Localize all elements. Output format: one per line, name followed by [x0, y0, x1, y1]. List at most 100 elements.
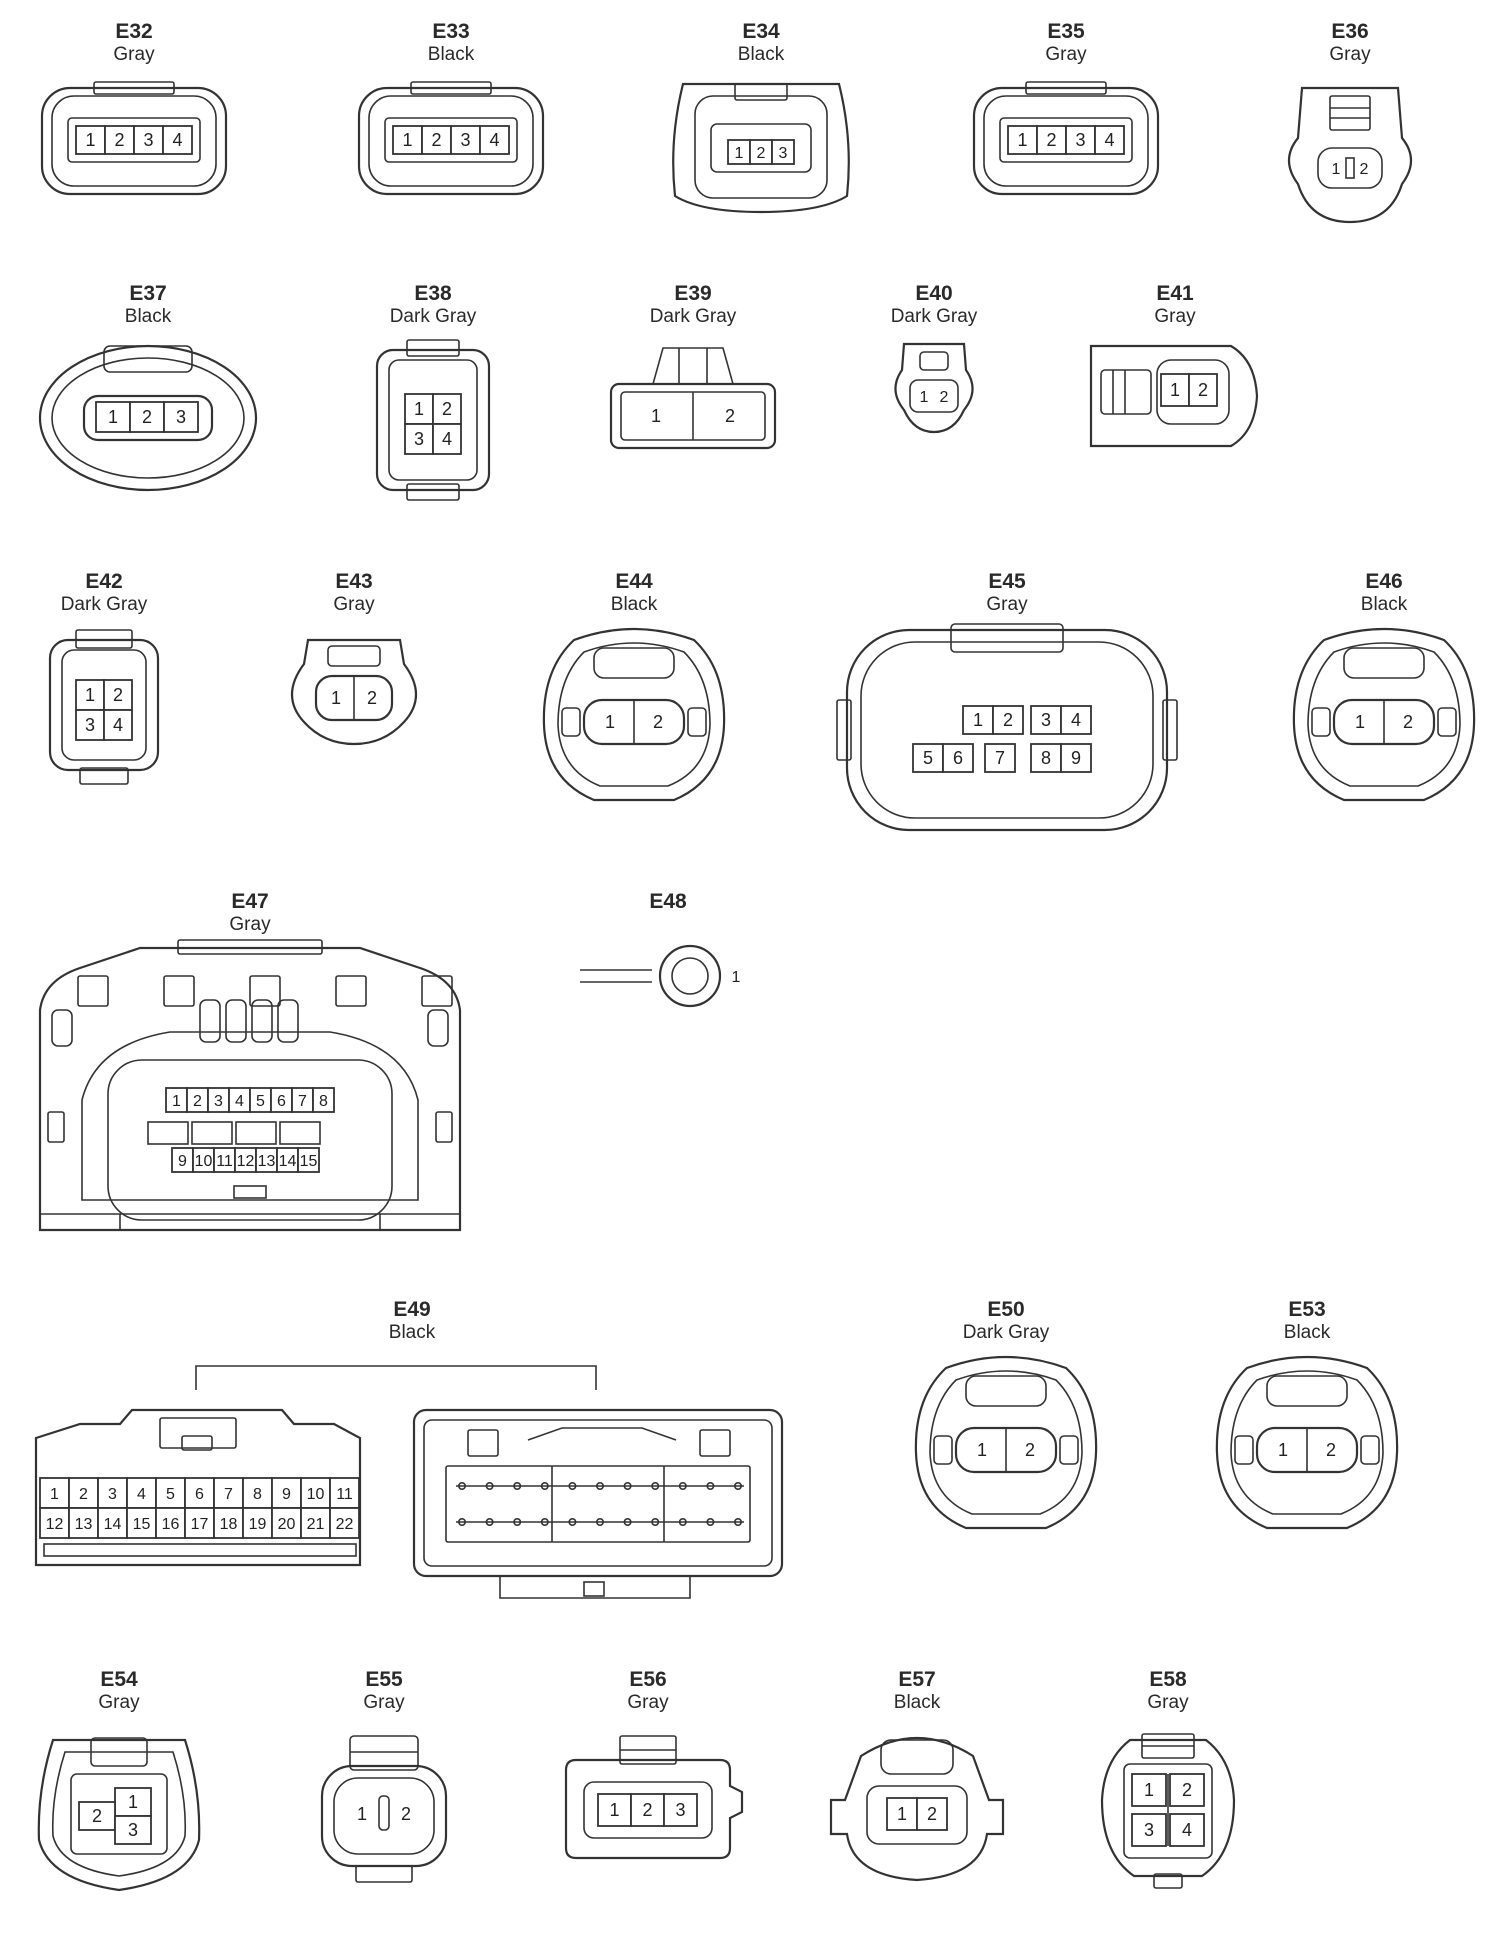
pin-number: 1 — [108, 407, 118, 427]
pin-number: 16 — [162, 1516, 180, 1533]
connector-color: Black — [1361, 594, 1408, 615]
pin-number: 1 — [605, 712, 615, 732]
connector-id: E50 — [987, 1298, 1024, 1321]
pin-number: 2 — [1198, 380, 1208, 400]
connector-color: Gray — [333, 594, 375, 615]
connector-color: Black — [738, 44, 785, 65]
pin-number: 4 — [442, 429, 452, 449]
pin-number: 1 — [609, 1800, 619, 1820]
connector-color: Dark Gray — [390, 306, 477, 327]
pin-number: 5 — [256, 1093, 265, 1110]
connector-color: Black — [428, 44, 475, 65]
pin-number: 1 — [85, 685, 95, 705]
pin-number: 8 — [319, 1093, 328, 1110]
pin-number: 7 — [995, 748, 1005, 768]
connector-id: E43 — [335, 570, 372, 593]
pin-number: 3 — [1041, 710, 1051, 730]
pin-number: 3 — [143, 130, 153, 150]
pin-number: 2 — [442, 399, 452, 419]
pin-number: 11 — [336, 1486, 353, 1503]
pin-number: 1 — [1170, 380, 1180, 400]
pin-number: 1 — [920, 389, 929, 406]
connector-id: E55 — [365, 1668, 403, 1691]
connector-color: Gray — [986, 594, 1028, 615]
connector-color: Black — [1284, 1322, 1331, 1343]
pin-number: 2 — [725, 406, 735, 426]
connector-id: E32 — [115, 20, 152, 43]
pin-number: 2 — [653, 712, 663, 732]
pin-number: 3 — [214, 1093, 223, 1110]
connector-id: E42 — [85, 570, 122, 593]
pin-number: 7 — [224, 1486, 233, 1503]
pin-number: 1 — [1144, 1780, 1154, 1800]
pin-number: 4 — [1182, 1820, 1192, 1840]
connector-id: E40 — [915, 282, 952, 305]
pin-number: 2 — [940, 389, 949, 406]
pin-number: 8 — [253, 1486, 262, 1503]
connector-id: E38 — [414, 282, 452, 305]
connector-id: E37 — [129, 282, 166, 305]
pin-number: 3 — [1144, 1820, 1154, 1840]
connector-id: E41 — [1156, 282, 1194, 305]
pin-number: 15 — [133, 1516, 151, 1533]
pin-number: 22 — [336, 1516, 354, 1533]
pin-number: 20 — [278, 1516, 296, 1533]
connector-id: E54 — [100, 1668, 138, 1691]
pin-number: 6 — [953, 748, 963, 768]
pin-number: 4 — [137, 1486, 146, 1503]
pin-number: 15 — [300, 1153, 318, 1170]
connector-color: Gray — [627, 1692, 669, 1713]
pin-number: 3 — [128, 1820, 138, 1840]
connector-color: Gray — [363, 1692, 405, 1713]
pin-number: 2 — [113, 685, 123, 705]
pin-number: 3 — [414, 429, 424, 449]
pin-number: 5 — [923, 748, 933, 768]
pin-number: 2 — [1360, 161, 1369, 178]
pin-number: 14 — [279, 1153, 297, 1170]
pin-number: 14 — [104, 1516, 122, 1533]
pin-number: 4 — [1104, 130, 1114, 150]
pin-number: 2 — [142, 407, 152, 427]
pin-number: 2 — [1403, 712, 1413, 732]
pin-number: 5 — [166, 1486, 175, 1503]
connector-color: Gray — [1147, 1692, 1189, 1713]
pin-number: 2 — [401, 1804, 411, 1824]
connector-id: E58 — [1149, 1668, 1187, 1691]
pin-number: 7 — [298, 1093, 307, 1110]
pin-number: 1 — [414, 399, 424, 419]
pin-number: 1 — [1355, 712, 1365, 732]
connector-color: Dark Gray — [650, 306, 737, 327]
pin-number: 3 — [460, 130, 470, 150]
connector-color: Black — [125, 306, 172, 327]
pin-number: 1 — [85, 130, 95, 150]
connector-id: E34 — [742, 20, 780, 43]
connector-color: Dark Gray — [891, 306, 978, 327]
connector-id: E44 — [615, 570, 653, 593]
pin-number: 1 — [1332, 161, 1341, 178]
connector-color: Black — [611, 594, 658, 615]
connector-color: Gray — [113, 44, 155, 65]
pin-number: 1 — [651, 406, 661, 426]
connector-id: E57 — [898, 1668, 935, 1691]
pin-number: 4 — [235, 1093, 244, 1110]
connector-color: Dark Gray — [61, 594, 148, 615]
connector-color: Gray — [1154, 306, 1196, 327]
connector-color: Gray — [1329, 44, 1371, 65]
